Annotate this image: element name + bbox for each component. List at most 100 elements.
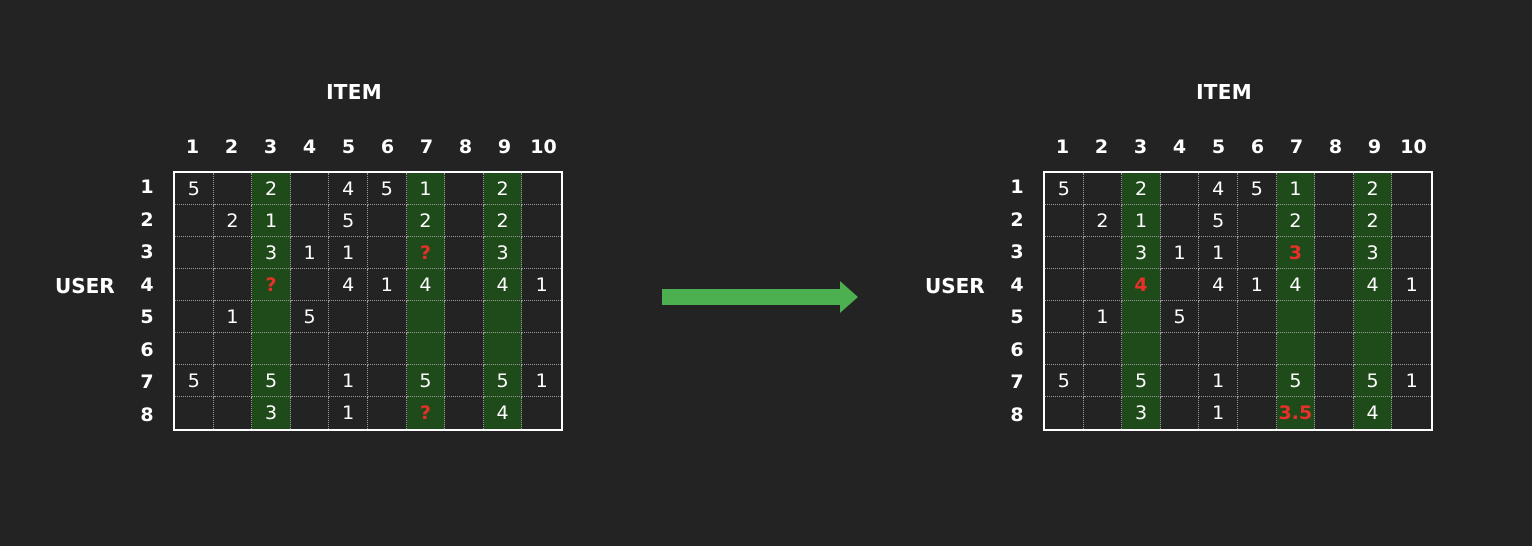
matrix-cell bbox=[1084, 397, 1123, 429]
matrix-cell bbox=[1160, 173, 1200, 205]
matrix-cell bbox=[1199, 301, 1238, 333]
matrix-cell bbox=[1276, 301, 1316, 333]
matrix-cell bbox=[522, 237, 561, 269]
row-header: 1 bbox=[140, 176, 154, 198]
matrix-cell bbox=[1160, 269, 1200, 301]
matrix-cell bbox=[368, 397, 407, 429]
matrix-cell: 5 bbox=[406, 365, 446, 397]
matrix-cell: 1 bbox=[1392, 365, 1431, 397]
matrix-cell bbox=[1392, 301, 1431, 333]
column-header: 9 bbox=[497, 136, 512, 158]
matrix-cell: 4 bbox=[329, 269, 368, 301]
user-axis-label: USER bbox=[55, 274, 115, 298]
matrix-cell bbox=[1083, 173, 1123, 205]
matrix-cell bbox=[522, 333, 561, 365]
matrix-cell: 1 bbox=[1199, 237, 1238, 269]
matrix-cell: 1 bbox=[1392, 269, 1431, 301]
matrix-cell bbox=[1315, 333, 1354, 365]
row-header: 7 bbox=[140, 371, 154, 393]
matrix-cell: 5 bbox=[1045, 173, 1084, 205]
row-header: 7 bbox=[1010, 371, 1024, 393]
matrix-cell: 2 bbox=[483, 173, 523, 205]
matrix-cell bbox=[445, 269, 484, 301]
matrix-cell: 1 bbox=[1238, 269, 1277, 301]
row-header: 3 bbox=[1010, 241, 1024, 263]
matrix-cell bbox=[291, 397, 330, 429]
matrix-cell: 5 bbox=[290, 301, 330, 333]
matrix-cell bbox=[1353, 333, 1393, 365]
matrix-cell bbox=[1045, 397, 1084, 429]
matrix-cell bbox=[445, 173, 484, 205]
item-axis-title: ITEM bbox=[326, 80, 382, 104]
matrix-cell: 2 bbox=[1083, 205, 1123, 237]
matrix-cell bbox=[1238, 333, 1277, 365]
matrix-cell bbox=[1238, 365, 1277, 397]
column-header: 6 bbox=[1250, 136, 1265, 158]
matrix-cell: 2 bbox=[406, 205, 446, 237]
column-header: 4 bbox=[302, 136, 317, 158]
row-header: 8 bbox=[1010, 403, 1024, 426]
column-header: 5 bbox=[341, 136, 356, 158]
matrix-cell bbox=[175, 269, 214, 301]
matrix-cell bbox=[368, 205, 407, 237]
matrix-cell bbox=[522, 173, 561, 205]
matrix-cell: 1 bbox=[1199, 365, 1238, 397]
matrix-cell bbox=[1315, 301, 1354, 333]
matrix-cell bbox=[1160, 205, 1200, 237]
matrix-cell: 2 bbox=[213, 205, 253, 237]
matrix-cell bbox=[445, 205, 484, 237]
matrix-cell: 3 bbox=[252, 397, 291, 429]
item-axis-title: ITEM bbox=[1196, 80, 1252, 104]
matrix-cell bbox=[1315, 205, 1354, 237]
user-axis-label: USER bbox=[925, 274, 985, 298]
matrix-cell bbox=[1045, 205, 1084, 237]
row-header: 2 bbox=[140, 208, 154, 231]
matrix-cell bbox=[1315, 237, 1354, 269]
matrix-cell bbox=[290, 205, 330, 237]
matrix-cell bbox=[522, 301, 561, 333]
matrix-cell bbox=[213, 269, 253, 301]
column-header: 6 bbox=[380, 136, 395, 158]
matrix-cell bbox=[1122, 333, 1161, 365]
matrix-cell bbox=[1353, 301, 1393, 333]
matrix-cell: 1 bbox=[213, 301, 253, 333]
row-header: 5 bbox=[140, 306, 154, 328]
column-header: 10 bbox=[530, 136, 557, 158]
matrix-cell: 5 bbox=[1276, 365, 1316, 397]
column-header: 8 bbox=[1328, 136, 1343, 158]
matrix-cell: 5 bbox=[483, 365, 523, 397]
column-header: 2 bbox=[1094, 136, 1109, 158]
matrix-cell bbox=[329, 301, 368, 333]
column-header: 1 bbox=[185, 136, 200, 158]
matrix-cell bbox=[290, 173, 330, 205]
right-arrow-icon bbox=[662, 281, 858, 313]
row-header: 3 bbox=[140, 241, 154, 263]
matrix-cell bbox=[1392, 397, 1431, 429]
matrix-cell bbox=[1276, 333, 1316, 365]
matrix-cell: 1 bbox=[329, 397, 368, 429]
matrix-cell bbox=[445, 237, 484, 269]
matrix-cell bbox=[1238, 301, 1277, 333]
matrix-cell bbox=[1122, 301, 1161, 333]
column-header: 3 bbox=[1133, 136, 1148, 158]
matrix-cell: 2 bbox=[1122, 173, 1161, 205]
column-header: 2 bbox=[224, 136, 239, 158]
matrix-cell: 4 bbox=[1276, 269, 1316, 301]
matrix-cell bbox=[1083, 333, 1123, 365]
column-header: 7 bbox=[1289, 136, 1304, 158]
matrix-cell bbox=[175, 205, 214, 237]
matrix-cell: 4 bbox=[1353, 397, 1393, 429]
matrix-cell: 3 bbox=[252, 237, 291, 269]
matrix-cell: 5 bbox=[252, 365, 291, 397]
row-header: 6 bbox=[1010, 338, 1024, 361]
matrix-cell bbox=[213, 333, 253, 365]
column-header: 9 bbox=[1367, 136, 1382, 158]
matrix-cell: 1 bbox=[1199, 397, 1238, 429]
matrix-cell bbox=[368, 365, 407, 397]
matrix-cell: 3 bbox=[483, 237, 523, 269]
matrix-cell: 4 bbox=[1353, 269, 1393, 301]
